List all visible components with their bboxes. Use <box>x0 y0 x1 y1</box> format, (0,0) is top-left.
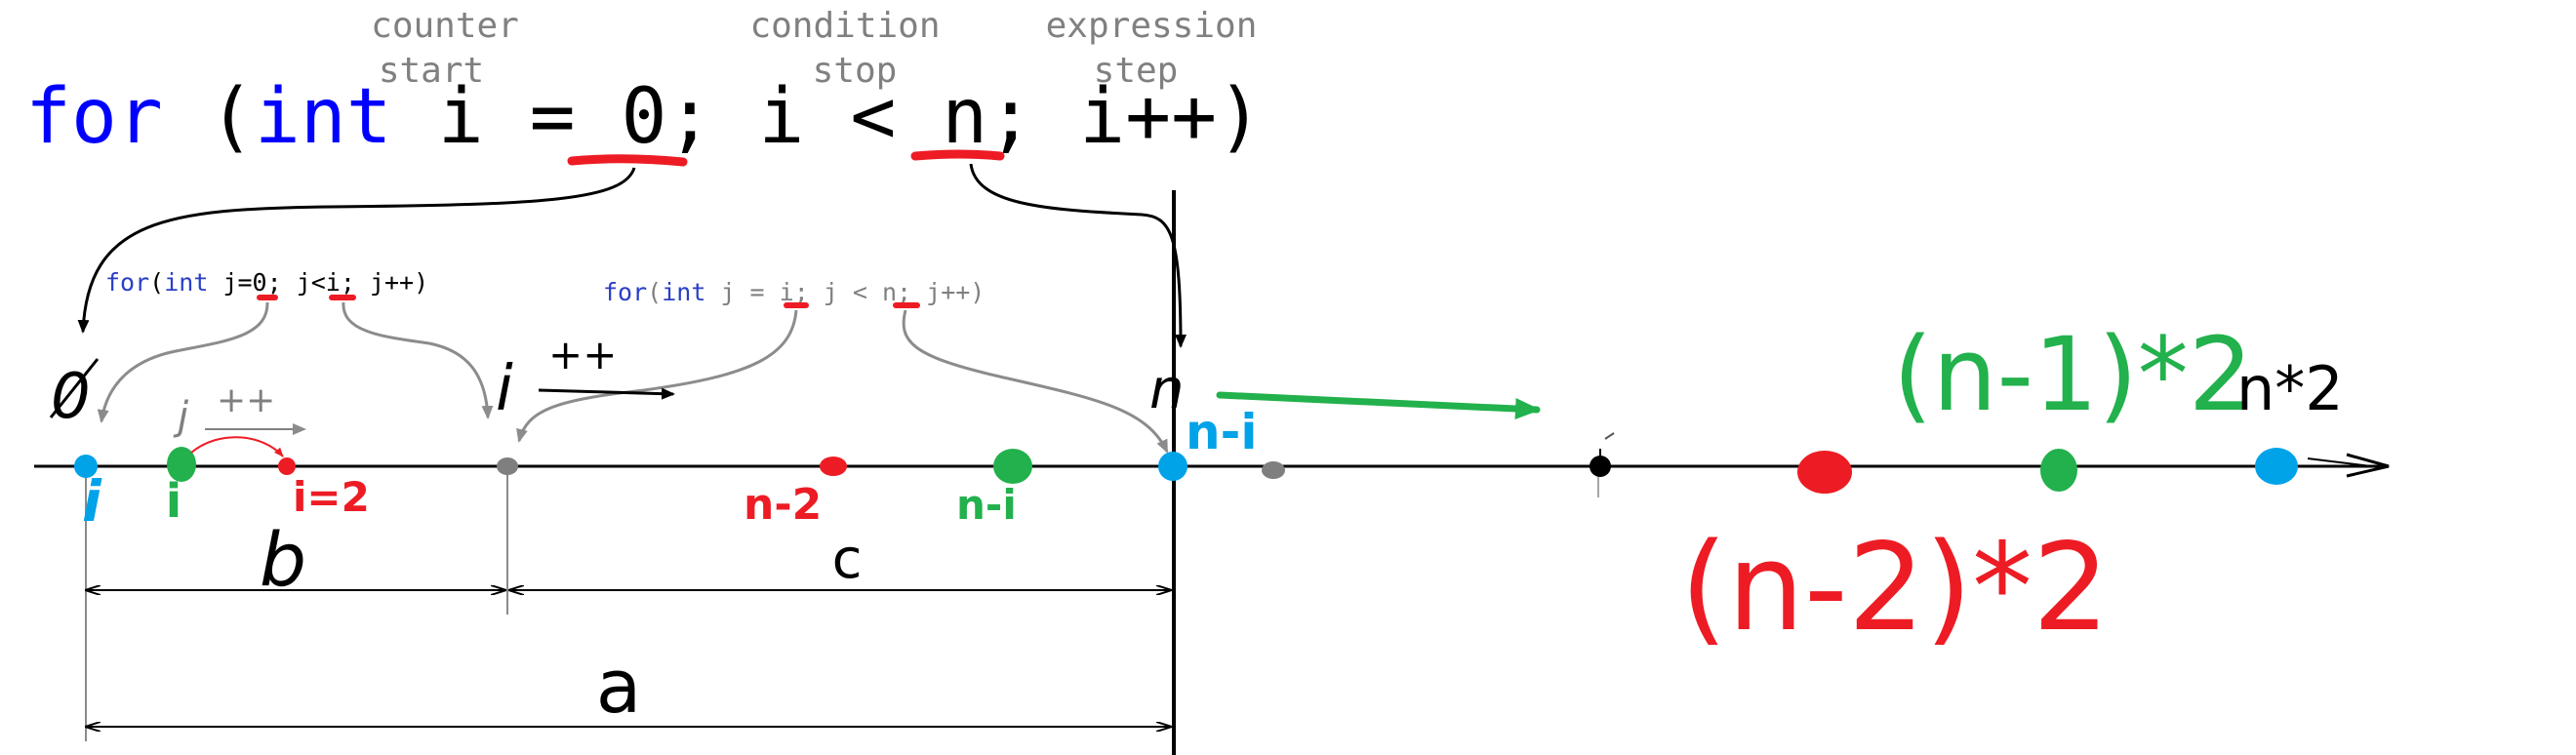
arrow-i-increment <box>538 387 675 400</box>
label-expression: expression <box>1046 6 1258 46</box>
inner-loop-2: for(int j = i; j < n; j++) <box>603 278 985 306</box>
arrow-ji2-to-i <box>516 309 798 443</box>
dot-n-times-2-blue <box>2255 448 2298 485</box>
step-expression: i++) <box>1079 73 1263 161</box>
keyword-for: for <box>25 73 163 161</box>
keyword-int: int <box>255 73 392 161</box>
label-n-minus-2-red: n-2 <box>744 480 822 530</box>
number-line-arrowhead <box>2346 453 2390 478</box>
label-n-times-2: n*2 <box>2236 353 2344 424</box>
init-expression: i = 0; <box>438 73 713 161</box>
dot-n-minus-1-times-2-green <box>2040 449 2077 492</box>
label-zero: 0 <box>51 361 91 433</box>
label-j-plus: ++ <box>217 380 275 420</box>
label-i-plus: ++ <box>548 331 617 378</box>
label-start: start <box>379 51 484 91</box>
arrow-green-right <box>1216 391 1541 419</box>
dot-n-minus-i-green <box>993 449 1032 484</box>
label-n-minus-1-times-2: (n-1)*2 <box>1893 315 2253 434</box>
arrow-j0-to-origin <box>97 301 269 423</box>
label-dim-b: b <box>260 516 306 603</box>
dot-n-blue <box>1158 452 1187 481</box>
label-dim-a: a <box>596 643 642 730</box>
dot-zero-blue <box>74 455 98 478</box>
label-i2-red: i=2 <box>293 473 370 521</box>
label-i-green: i <box>166 474 181 529</box>
dot-i-green <box>167 447 196 482</box>
underline-n <box>910 149 1005 161</box>
dot-i2-red <box>278 457 296 475</box>
arrow-zero-to-origin <box>77 167 636 334</box>
arrow-n-to-point <box>969 163 1187 348</box>
label-counter: counter <box>371 6 519 46</box>
label-stop: stop <box>813 51 898 91</box>
label-n-minus-2-times-2: (n-2)*2 <box>1680 518 2110 658</box>
arrow-jn-to-n <box>902 309 1169 454</box>
label-n-above: n <box>1149 358 1185 421</box>
dot-i-gray <box>497 457 518 475</box>
label-dim-c: c <box>832 528 863 591</box>
label-step: step <box>1094 51 1179 91</box>
label-condition: condition <box>749 6 940 46</box>
label-i-blue: i <box>82 468 102 535</box>
dot-n-minus-2-times-2-red <box>1797 451 1852 494</box>
dot-after-n-gray <box>1262 461 1285 479</box>
dot-black <box>1590 456 1611 477</box>
underline-zero <box>567 154 688 167</box>
label-n-minus-i-blue: n-i <box>1186 404 1258 460</box>
main-for-statement: for (int i = 0; i < n; i++) <box>25 73 1263 161</box>
arrow-i-to-i2 <box>190 436 284 457</box>
condition-expression: i < n; <box>758 73 1033 161</box>
arrow-ji-to-i <box>342 301 494 419</box>
label-i-above: i <box>496 353 513 425</box>
label-j-above: j <box>173 394 189 439</box>
inner-loop-1: for(int j=0; j<i; j++) <box>105 268 428 297</box>
dot-n-minus-2-red <box>820 457 847 476</box>
label-n-minus-i-green: n-i <box>956 481 1017 529</box>
